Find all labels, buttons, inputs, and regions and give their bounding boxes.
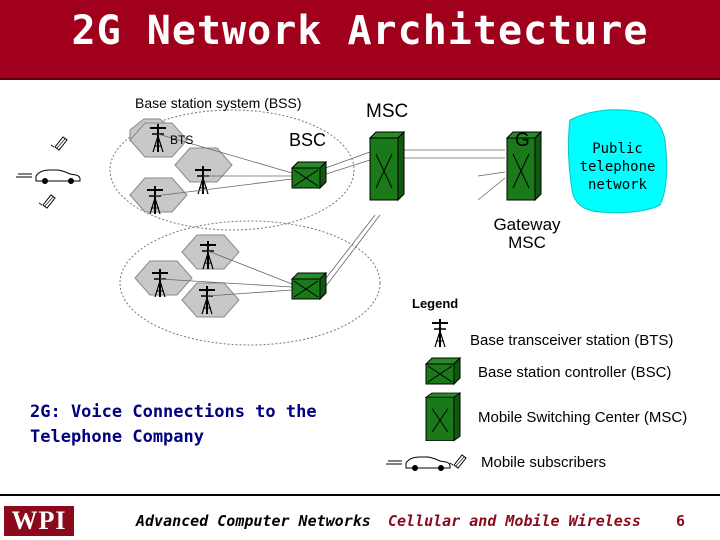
bss-label: Base station system (BSS)	[135, 95, 302, 111]
msc-box-icon	[369, 131, 405, 201]
legend-antenna-icon	[431, 318, 449, 348]
legend-item-mobile: Mobile subscribers	[481, 454, 607, 471]
legend-msc-box-icon	[425, 392, 461, 442]
bsc-upper-box-icon	[291, 161, 327, 189]
car-phone-icon	[15, 169, 81, 185]
title-bar	[0, 0, 720, 80]
legend-car-icon	[385, 456, 451, 472]
slide-title: 2G Network Architecture	[71, 8, 649, 54]
legend-phone-icon	[449, 454, 467, 469]
wpi-logo: WPI	[4, 506, 74, 536]
bts-label: BTS	[170, 133, 194, 147]
gateway-msc-label: Gateway MSC	[493, 215, 561, 252]
mobile-phone-icon	[50, 136, 68, 151]
pstn-cloud	[567, 109, 668, 214]
slide-caption: 2G: Voice Connections to the Telephone C…	[30, 402, 317, 447]
footer-course-name: Advanced Computer Networks	[136, 512, 371, 530]
page-number: 6	[676, 512, 686, 530]
g-label: G	[515, 130, 530, 151]
legend-item-msc: Mobile Switching Center (MSC)	[478, 409, 688, 426]
cell-hex	[134, 260, 193, 296]
cell-hex	[174, 147, 233, 183]
legend-item-bts: Base transceiver station (BTS)	[470, 332, 674, 349]
pstn-label: Public telephone network	[579, 141, 656, 193]
footer-divider	[0, 494, 720, 496]
legend-bsc-box-icon	[425, 357, 461, 385]
cell-hex	[129, 177, 188, 213]
bss-lower-boundary	[119, 220, 381, 346]
connection-lines	[154, 133, 506, 297]
bsc-label: BSC	[289, 130, 327, 150]
legend-title: Legend	[412, 296, 459, 311]
bss-upper-boundary	[109, 109, 355, 231]
cell-hex	[181, 282, 240, 318]
mobile-phone-icon	[38, 194, 56, 209]
msc-label: MSC	[366, 101, 409, 122]
network-diagram	[15, 109, 668, 472]
cell-hexagons	[129, 118, 240, 318]
bsc-lower-box-icon	[291, 272, 327, 300]
footer-topic: Cellular and Mobile Wireless	[388, 512, 641, 530]
legend-item-bsc: Base station controller (BSC)	[478, 364, 672, 381]
